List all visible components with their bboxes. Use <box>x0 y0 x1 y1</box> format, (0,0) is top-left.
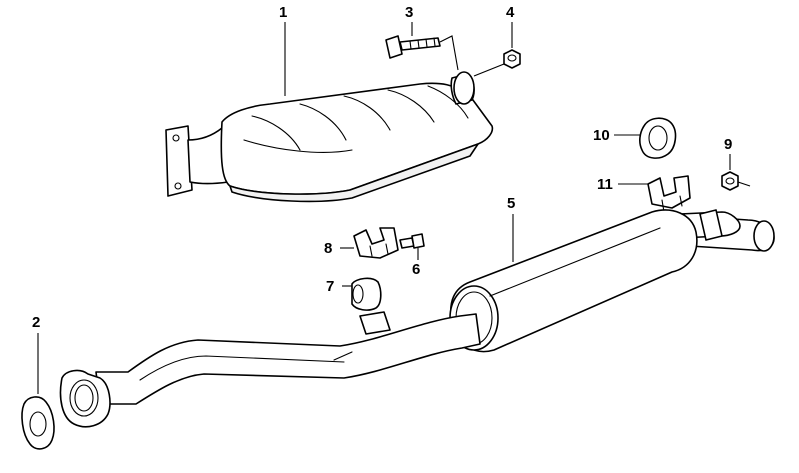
front-pipe[interactable] <box>59 311 481 428</box>
gasket-front[interactable] <box>21 396 55 450</box>
callout-11: 11 <box>597 176 613 193</box>
rubber-mount[interactable] <box>351 277 382 311</box>
leader-3b <box>439 35 459 71</box>
callout-6: 6 <box>412 261 420 278</box>
callout-4: 4 <box>506 4 515 21</box>
catalytic-converter[interactable] <box>165 71 494 203</box>
callout-9: 9 <box>724 136 732 153</box>
nut-right[interactable] <box>721 171 739 191</box>
callout-1: 1 <box>279 4 287 21</box>
clamp-bracket[interactable] <box>353 227 399 259</box>
small-bolt[interactable] <box>399 233 425 249</box>
rear-muffler[interactable] <box>449 209 775 353</box>
callout-10: 10 <box>593 127 610 144</box>
callout-2: 2 <box>32 314 40 331</box>
nut[interactable] <box>503 49 521 69</box>
callout-3: 3 <box>405 4 413 21</box>
leader-4b <box>473 63 505 77</box>
leader-9b <box>737 181 751 187</box>
bracket-upper[interactable] <box>647 175 691 213</box>
callout-8: 8 <box>324 240 332 257</box>
gasket-upper[interactable] <box>639 117 677 159</box>
bolt[interactable] <box>385 35 441 59</box>
callout-7: 7 <box>326 278 334 295</box>
callout-5: 5 <box>507 195 515 212</box>
